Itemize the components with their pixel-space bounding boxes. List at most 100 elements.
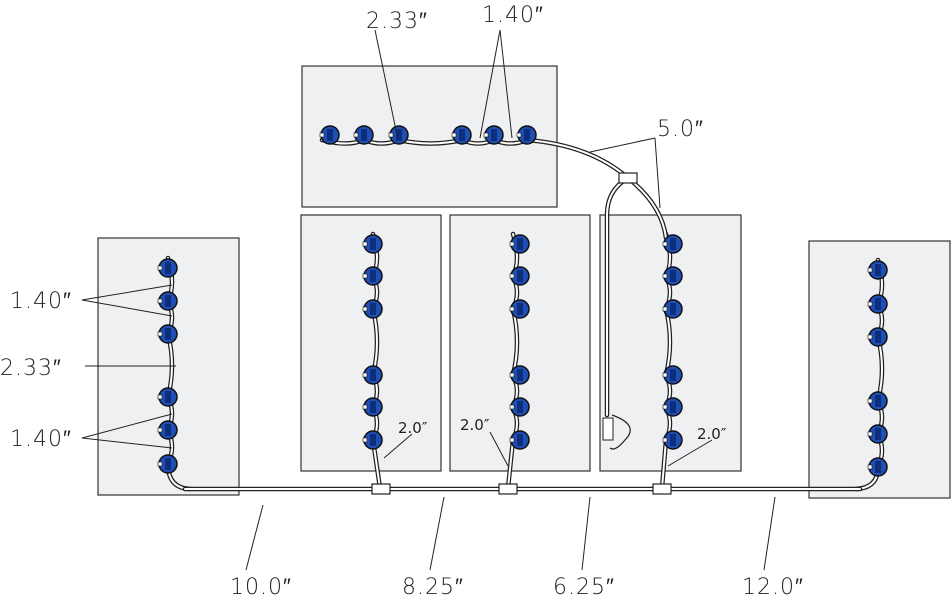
label-left-spacing-short-upper: 1.40″ <box>10 289 72 314</box>
emitter-barb <box>875 428 881 440</box>
emitter-icon <box>509 397 530 417</box>
emitter-barb <box>517 238 523 250</box>
emitter-clip <box>157 298 163 304</box>
emitter-clip <box>509 372 515 378</box>
emitter-icon <box>662 299 683 319</box>
emitter-icon <box>867 327 888 347</box>
emitter-icon <box>662 365 683 385</box>
emitter-barb <box>670 238 676 250</box>
label-riser-d: 2.0″ <box>697 425 727 443</box>
emitter-clip <box>353 132 359 138</box>
emitter-clip <box>516 132 522 138</box>
emitter-barb <box>165 458 171 470</box>
emitter-barb <box>670 434 676 446</box>
panel-c <box>449 214 591 472</box>
label-left-spacing-long: 2.33″ <box>0 356 62 381</box>
emitter-clip <box>509 241 515 247</box>
emitter-clip <box>157 394 163 400</box>
emitter-clip <box>509 404 515 410</box>
emitter-icon <box>451 125 472 145</box>
emitter-clip <box>509 273 515 279</box>
emitter-barb <box>491 129 497 141</box>
drain-loop <box>609 414 631 450</box>
emitter-icon <box>662 234 683 254</box>
emitter-clip <box>483 132 489 138</box>
emitter-clip <box>157 265 163 271</box>
emitter-barb <box>370 303 376 315</box>
panel-top <box>301 65 558 208</box>
emitter-clip <box>362 437 368 443</box>
emitter-clip <box>319 132 325 138</box>
emitter-icon <box>509 365 530 385</box>
emitter-clip <box>867 301 873 307</box>
label-segment-4: 12.0″ <box>742 575 804 600</box>
emitter-barb <box>517 303 523 315</box>
emitter-barb <box>165 262 171 274</box>
emitter-icon <box>867 391 888 411</box>
label-header-length: 5.0″ <box>657 117 704 142</box>
emitter-barb <box>165 295 171 307</box>
emitter-barb <box>327 129 333 141</box>
drain-valve-icon <box>602 417 614 441</box>
emitter-icon <box>319 125 340 145</box>
emitter-clip <box>662 306 668 312</box>
emitter-clip <box>662 437 668 443</box>
emitter-barb <box>524 129 530 141</box>
emitter-barb <box>361 129 367 141</box>
emitter-icon <box>362 365 383 385</box>
emitter-icon <box>157 387 178 407</box>
emitter-icon <box>353 125 374 145</box>
emitter-clip <box>362 306 368 312</box>
leader-lines <box>81 29 776 571</box>
emitter-clip <box>867 398 873 404</box>
emitter-barb <box>875 298 881 310</box>
emitter-clip <box>867 431 873 437</box>
emitter-icon <box>362 266 383 286</box>
emitter-icon <box>483 125 504 145</box>
tee-fitting-icon <box>618 172 638 184</box>
emitter-barb <box>459 129 465 141</box>
emitter-clip <box>867 267 873 273</box>
emitter-icon <box>867 260 888 280</box>
emitter-clip <box>662 372 668 378</box>
emitter-barb <box>875 395 881 407</box>
emitter-barb <box>875 331 881 343</box>
emitter-icon <box>509 299 530 319</box>
emitter-barb <box>370 369 376 381</box>
emitter-barb <box>517 369 523 381</box>
emitter-clip <box>157 331 163 337</box>
emitter-barb <box>165 328 171 340</box>
emitter-icon <box>362 430 383 450</box>
emitter-icon <box>157 324 178 344</box>
emitter-icon <box>662 430 683 450</box>
emitter-clip <box>867 334 873 340</box>
label-segment-1: 10.0″ <box>230 575 292 600</box>
emitter-barb <box>875 461 881 473</box>
emitter-icon <box>157 454 178 474</box>
label-riser-c: 2.0″ <box>460 416 490 434</box>
tee-fitting-icon <box>498 483 518 495</box>
emitter-barb <box>370 434 376 446</box>
emitter-clip <box>509 306 515 312</box>
emitter-barb <box>670 303 676 315</box>
emitter-barb <box>670 270 676 282</box>
label-left-spacing-short-lower: 1.40″ <box>10 427 72 452</box>
emitter-icon <box>362 299 383 319</box>
emitter-clip <box>509 437 515 443</box>
emitter-clip <box>662 241 668 247</box>
emitter-icon <box>867 424 888 444</box>
emitter-barb <box>370 401 376 413</box>
emitter-clip <box>362 241 368 247</box>
emitter-clip <box>662 273 668 279</box>
emitter-icon <box>388 125 409 145</box>
emitter-barb <box>165 391 171 403</box>
emitter-barb <box>670 401 676 413</box>
emitter-icon <box>867 457 888 477</box>
label-segment-3: 6.25″ <box>553 575 615 600</box>
emitter-icon <box>157 291 178 311</box>
emitter-icon <box>662 397 683 417</box>
emitter-icon <box>362 397 383 417</box>
label-top-spacing-short: 1.40″ <box>482 3 544 28</box>
emitter-icon <box>509 266 530 286</box>
emitter-clip <box>362 372 368 378</box>
